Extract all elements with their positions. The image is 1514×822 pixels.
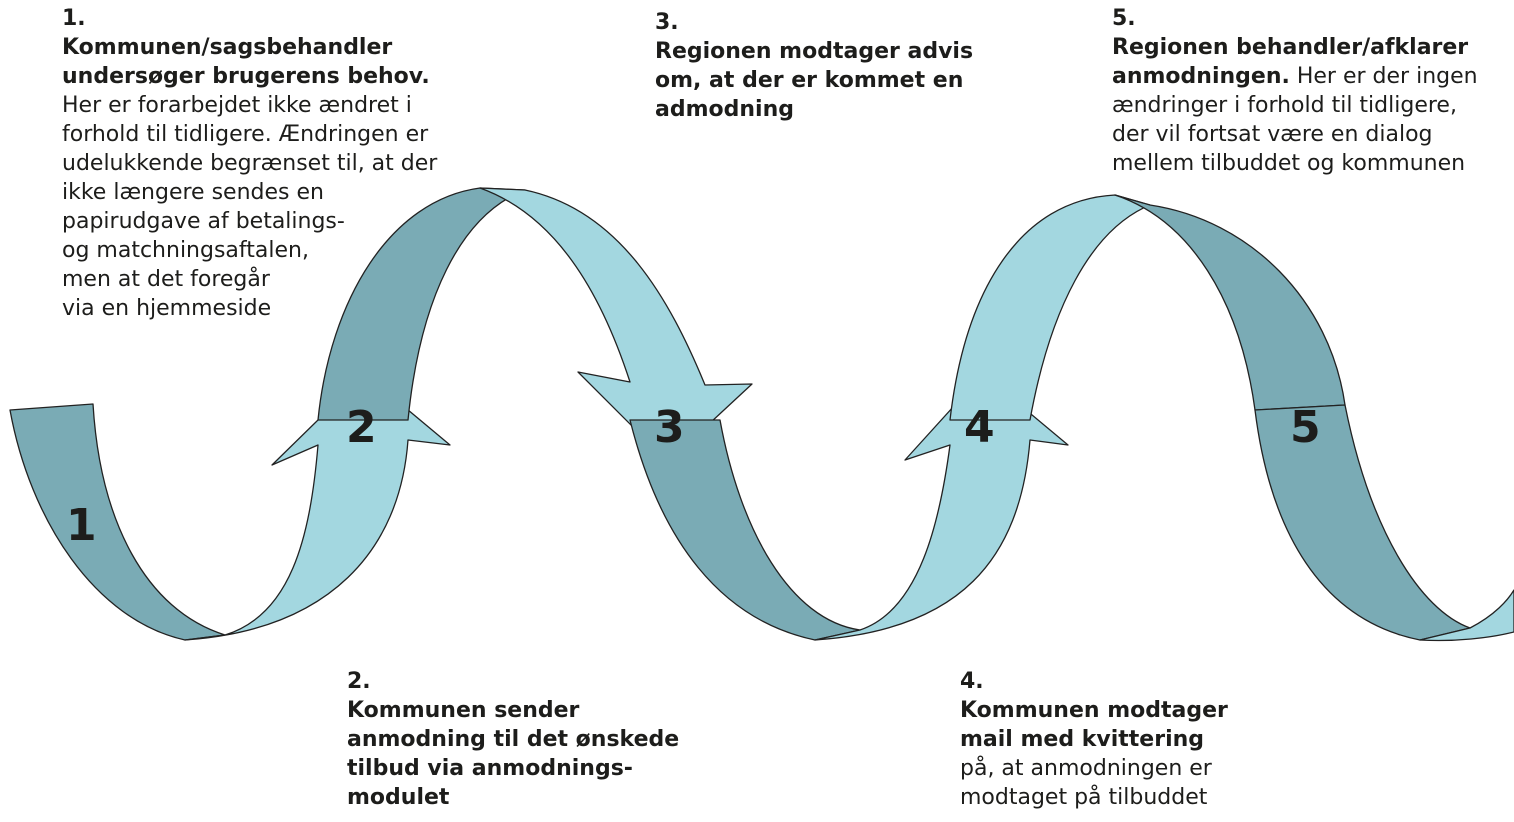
step-5-heading-end: anmodningen. bbox=[1112, 64, 1290, 89]
ribbon-segment-10 bbox=[1419, 589, 1514, 642]
step-4-text: 4. Kommunen modtager mail med kvittering… bbox=[960, 667, 1340, 812]
ribbon-segment-9 bbox=[1254, 404, 1471, 641]
ribbon-segment-1 bbox=[9, 403, 226, 641]
step-2-text: 2. Kommunen sender anmodning til det øns… bbox=[347, 667, 727, 812]
step-1-text: 1. Kommunen/sagsbehandler undersøger bru… bbox=[62, 4, 502, 323]
step-1-body: Her er forarbejdet ikke ændret i forhold… bbox=[62, 93, 438, 321]
marker-1: 1 bbox=[66, 500, 97, 551]
marker-3: 3 bbox=[654, 402, 685, 453]
ribbon-segment-2 bbox=[184, 373, 451, 641]
marker-5: 5 bbox=[1290, 402, 1321, 453]
ribbon-segment-7 bbox=[949, 194, 1151, 421]
step-5-body: ændringer i forhold til tidligere, der v… bbox=[1112, 93, 1466, 176]
ribbon-segment-4 bbox=[479, 187, 753, 463]
step-5-body-start: Her er der ingen bbox=[1289, 64, 1478, 89]
marker-2: 2 bbox=[346, 402, 377, 453]
step-1-number: 1. bbox=[62, 6, 86, 31]
step-3-number: 3. bbox=[655, 10, 679, 35]
step-5-text: 5. Regionen behandler/afklarer anmodning… bbox=[1112, 4, 1512, 178]
step-2-heading: Kommunen sender anmodning til det ønsked… bbox=[347, 698, 680, 810]
step-4-body: på, at anmodningen er modtaget på tilbud… bbox=[960, 756, 1212, 810]
ribbon-segment-8 bbox=[1114, 194, 1346, 411]
step-2-number: 2. bbox=[347, 669, 371, 694]
step-4-number: 4. bbox=[960, 669, 984, 694]
step-1-heading: Kommunen/sagsbehandler undersøger bruger… bbox=[62, 35, 430, 89]
step-3-heading: Regionen modtager advis om, at der er ko… bbox=[655, 39, 974, 122]
step-4-heading: Kommunen modtager mail med kvittering bbox=[960, 698, 1228, 752]
marker-4: 4 bbox=[964, 402, 995, 453]
step-3-text: 3. Regionen modtager advis om, at der er… bbox=[655, 8, 1035, 124]
ribbon-segment-6 bbox=[814, 373, 1069, 641]
step-5-number: 5. bbox=[1112, 6, 1136, 31]
step-5-heading: Regionen behandler/afklarer bbox=[1112, 35, 1469, 60]
ribbon-segment-5 bbox=[629, 419, 861, 641]
